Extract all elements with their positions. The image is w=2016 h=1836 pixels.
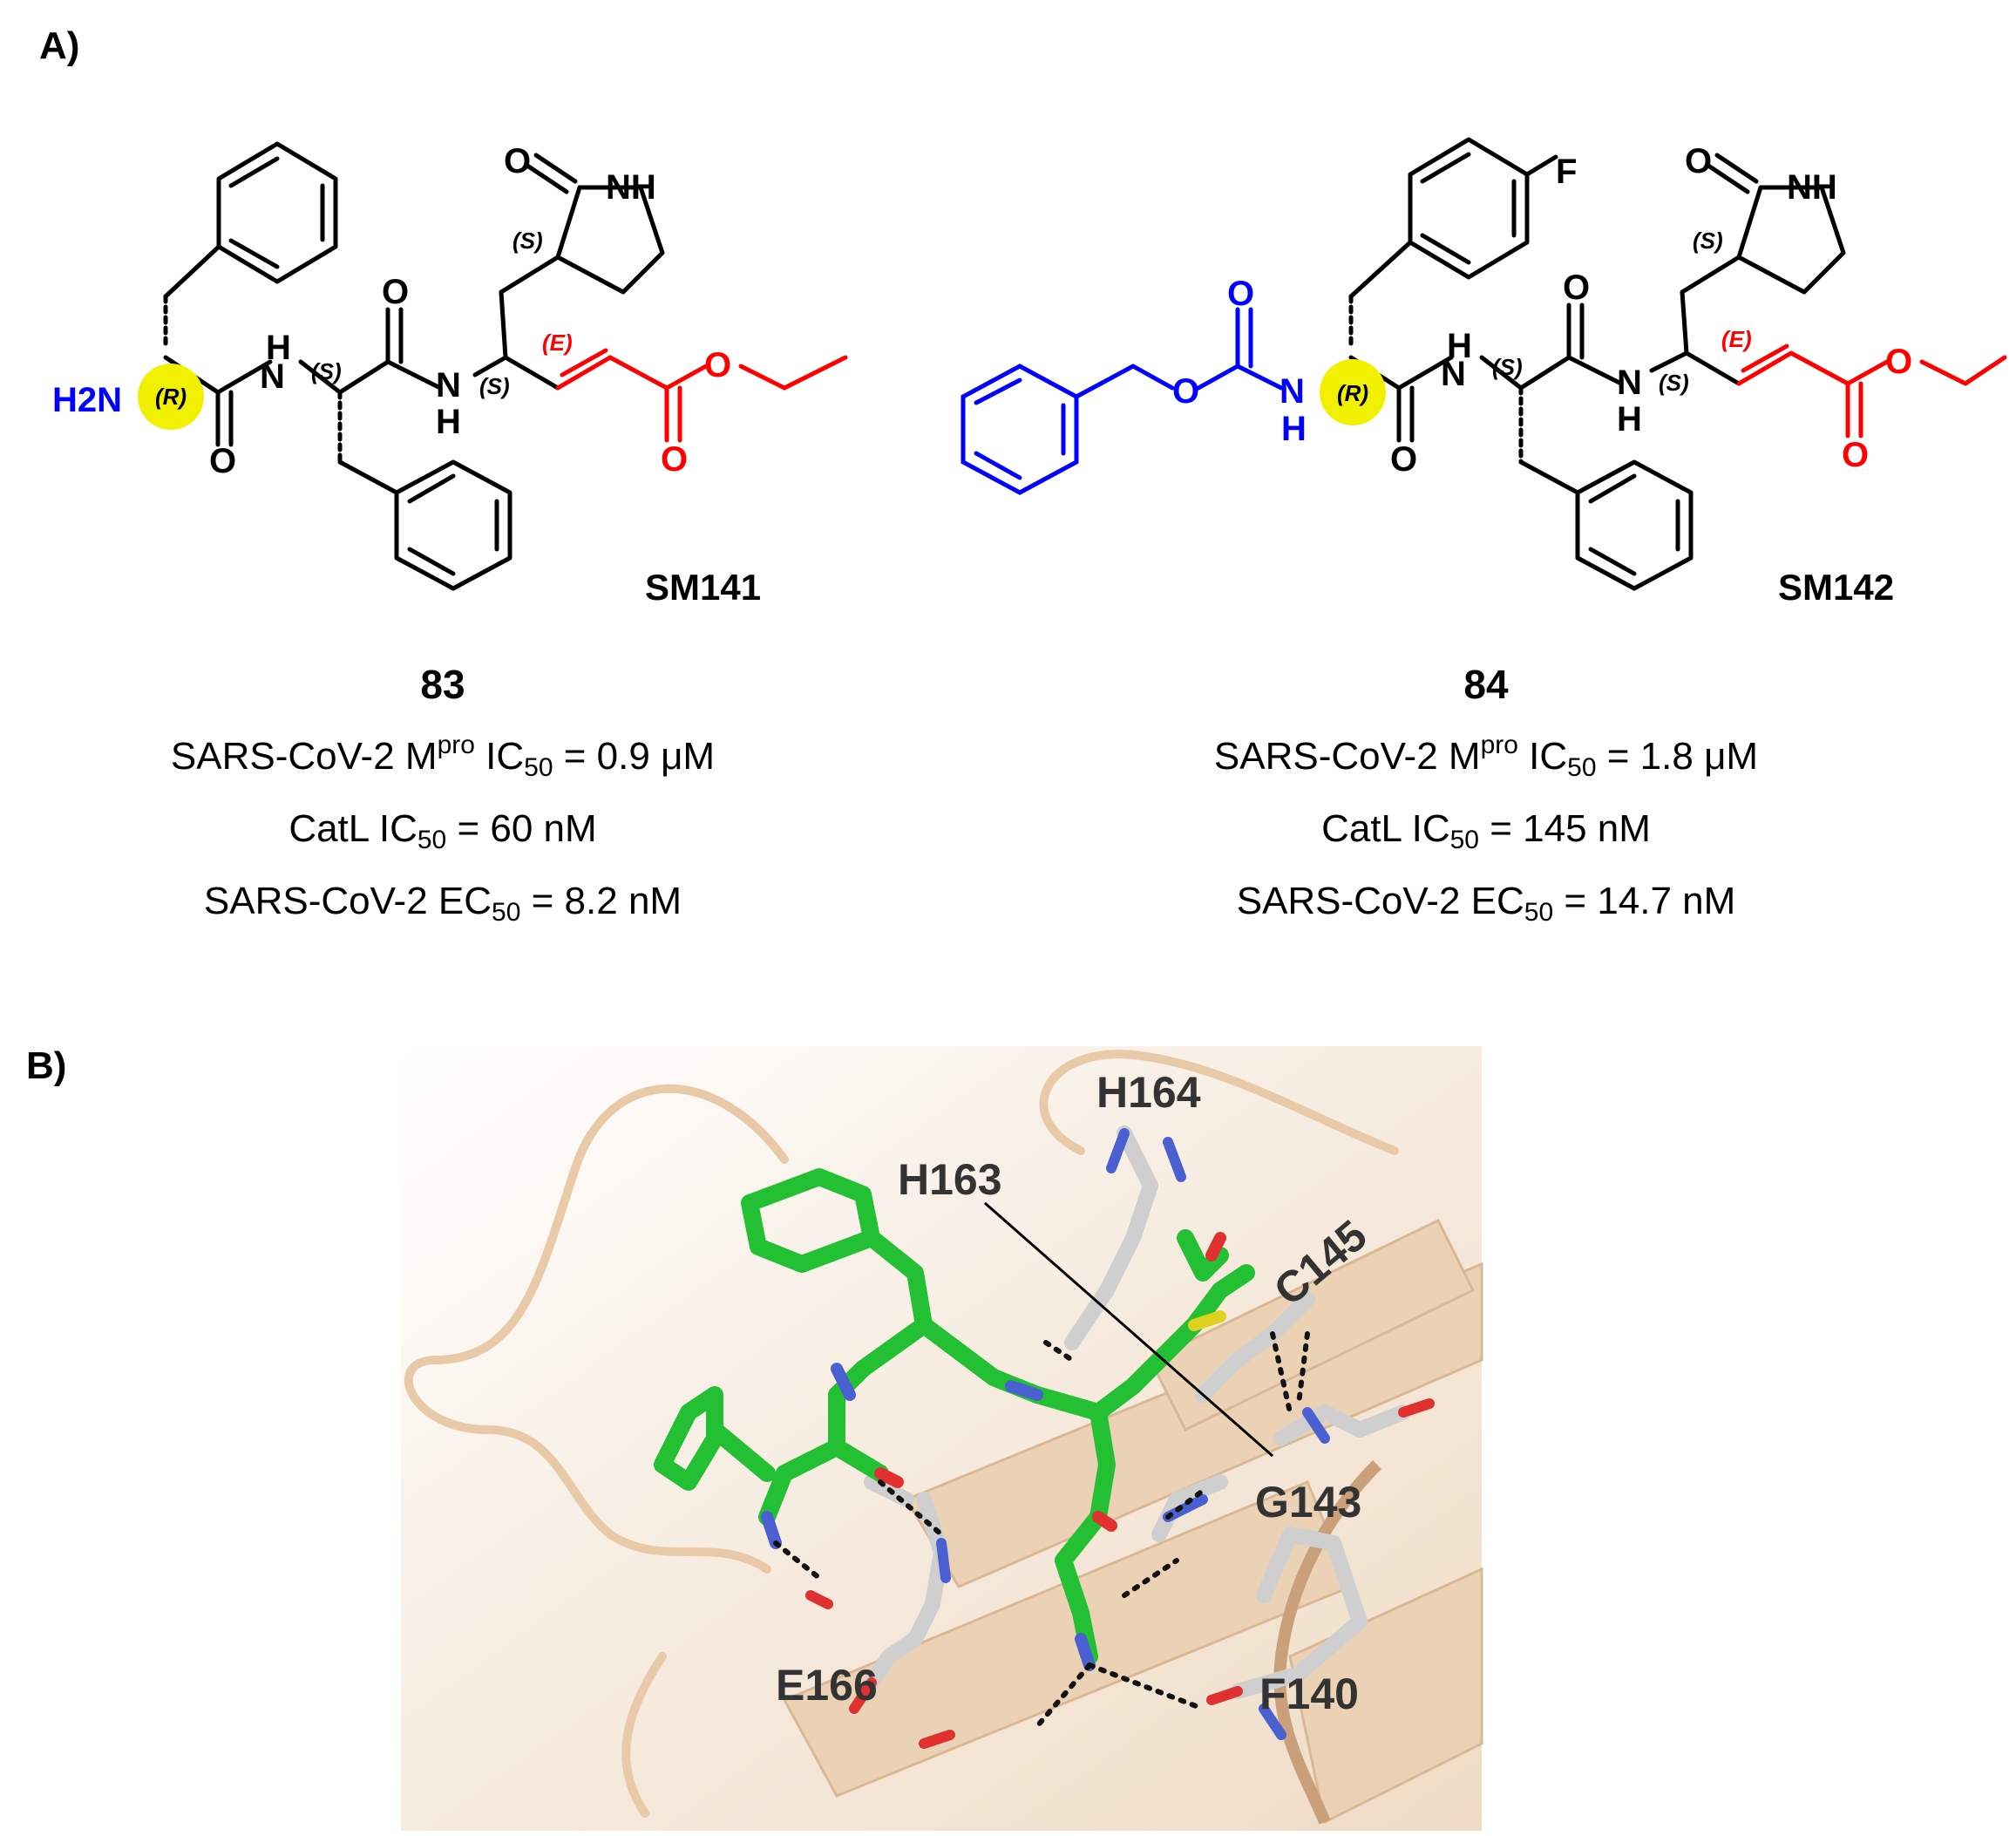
activity-block-84: 84 SARS-CoV-2 Mpro IC50 = 1.8 μM CatL IC… [1094,654,1878,943]
svg-text:N: N [260,357,285,396]
h163-pointer [984,1201,1273,1458]
svg-text:O: O [1842,436,1869,474]
residue-label-h163: H163 [898,1155,1002,1204]
residue-label-f140: F140 [1259,1669,1359,1718]
svg-text:N: N [1617,364,1642,402]
docking-image [401,1046,1483,1831]
residue-label-h164: H164 [1096,1068,1201,1117]
panel-label-a: A) [39,24,80,67]
svg-text:N: N [1441,355,1466,393]
ec50-83: SARS-CoV-2 EC50 = 8.2 nM [203,880,682,927]
catl-ic50-84: CatL IC50 = 145 nM [1321,807,1651,854]
svg-text:(S): (S) [1492,354,1523,380]
phenyl-ring-bottom-84 [1575,459,1694,591]
lactam-ring-84 [1736,185,1846,295]
amine-label-83: H2N [52,381,122,419]
svg-text:NH: NH [1787,168,1837,207]
atom-labels-84: F O O N H (R) H N O (S) O N H (S) (S) O … [1172,142,1912,479]
svg-text:O: O [1685,142,1712,180]
catl-ic50-83: CatL IC50 = 60 nM [288,807,597,854]
svg-text:O: O [1563,269,1590,307]
svg-text:(S): (S) [512,228,543,254]
svg-text:O: O [209,442,236,480]
svg-text:(E): (E) [542,330,573,356]
compound-number-83: 83 [420,662,465,707]
svg-text:(S): (S) [479,373,510,399]
lactam-ring-83 [555,185,665,295]
svg-text:O: O [1227,275,1254,313]
svg-text:H: H [266,329,291,367]
svg-text:N: N [1280,372,1305,411]
svg-text:O: O [704,346,731,384]
mpro-ic50-83: SARS-CoV-2 Mpro IC50 = 0.9 μM [170,731,716,782]
svg-text:H: H [1617,400,1642,439]
svg-text:O: O [1885,343,1912,381]
r-center-highlight-83 [138,364,204,430]
svg-text:(S): (S) [1659,370,1689,396]
svg-text:O: O [1172,372,1199,411]
svg-text:(S): (S) [311,358,342,384]
residue-label-g143: G143 [1255,1478,1361,1527]
svg-text:H: H [1447,327,1472,365]
svg-text:H: H [436,403,461,441]
ec50-84: SARS-CoV-2 EC50 = 14.7 nM [1236,880,1736,927]
svg-text:(R): (R) [1337,380,1368,406]
svg-text:(R): (R) [155,384,187,410]
residue-label-e166: E166 [776,1661,878,1710]
r-center-highlight-84 [1320,359,1386,425]
svg-text:(S): (S) [1693,228,1723,254]
svg-text:H: H [1281,410,1307,448]
cbz-phenyl-ring-84 [960,364,1079,495]
svg-text:O: O [382,273,409,311]
cbz-group-84 [960,307,1284,495]
svg-text:O: O [1390,440,1417,479]
compound-number-84: 84 [1463,662,1509,707]
svg-text:NH: NH [606,168,656,207]
structure-83 [163,141,665,591]
acrylate-83 [555,348,848,443]
acrylate-84 [1736,343,2007,439]
phenyl-ring-top-83 [216,141,338,284]
activity-block-83: 83 SARS-CoV-2 Mpro IC50 = 0.9 μM CatL IC… [51,654,835,943]
svg-text:N: N [436,366,461,405]
structure-84 [1348,137,1846,591]
panel-label-b: B) [26,1044,67,1087]
svg-text:(E): (E) [1721,326,1752,352]
mpro-ic50-84: SARS-CoV-2 Mpro IC50 = 1.8 μM [1213,731,1759,782]
compound-code-83: SM141 [645,567,761,608]
svg-text:O: O [504,142,531,180]
svg-text:O: O [661,440,688,479]
fluorophenyl-ring-84 [1408,137,1530,280]
svg-text:F: F [1556,153,1577,191]
compound-code-84: SM142 [1778,567,1894,608]
atom-labels-83: H2N (R) H N O (S) O N H (S) (S) O NH (E)… [52,142,731,480]
phenyl-ring-bottom-83 [394,459,512,591]
